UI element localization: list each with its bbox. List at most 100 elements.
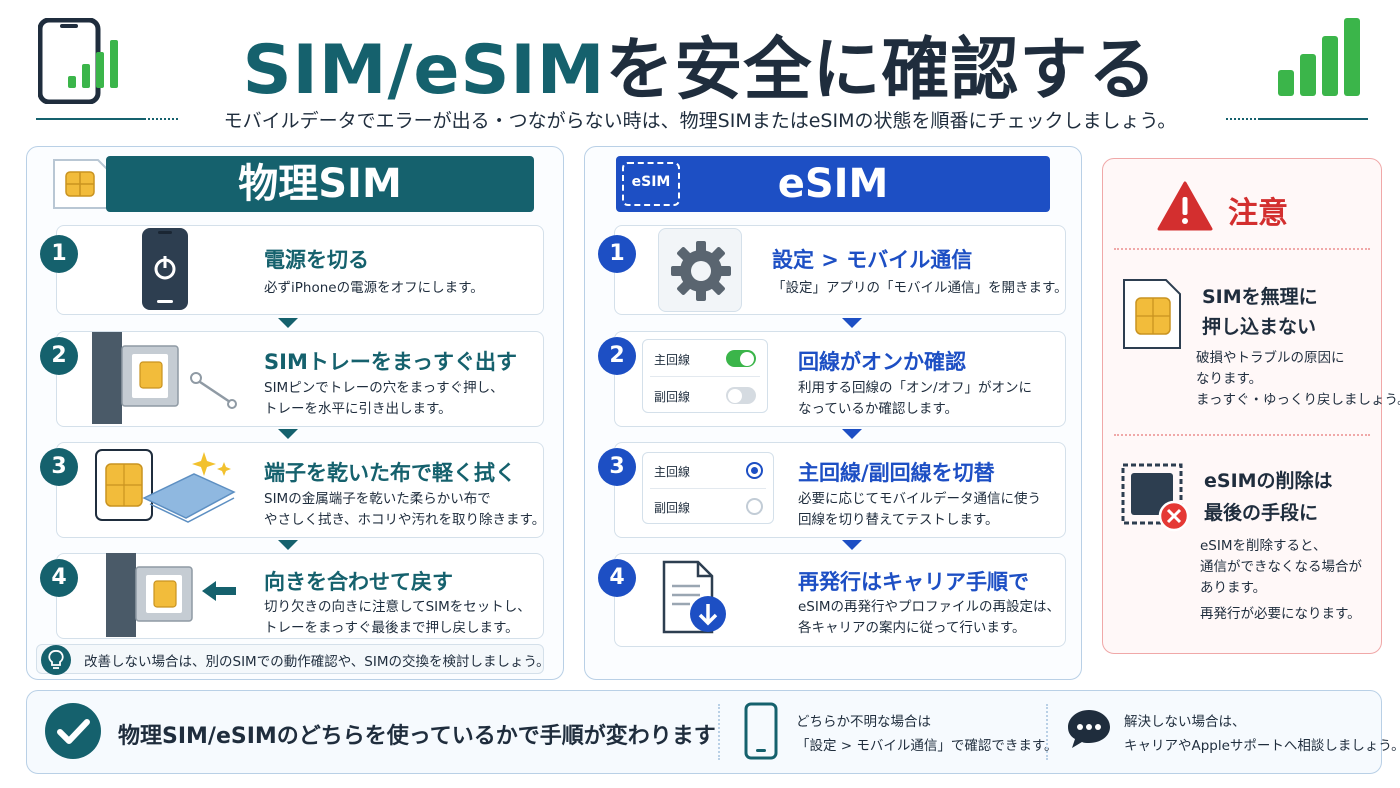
page-title: SIM/eSIMを安全に確認する <box>200 14 1200 113</box>
flow-arrow <box>842 429 862 439</box>
esim-step-3-desc2: 回線を切り替えてテストします。 <box>798 512 999 528</box>
esim-step-1-desc: 「設定」アプリの「モバイル通信」を開きます。 <box>772 280 1068 296</box>
esim-step-2-desc2: なっているか確認します。 <box>798 401 958 417</box>
esim-step-2-desc1: 利用する回線の「オン/オフ」がオンに <box>798 380 1033 396</box>
esim-badge-icon <box>622 162 680 206</box>
physical-step-4-desc1: 切り欠きの向きに注意してSIMをセットし、 <box>264 599 531 615</box>
physical-step-1-card <box>56 225 544 315</box>
caution-2-head1: eSIMの削除は <box>1204 470 1333 492</box>
step-number: 3 <box>40 448 78 486</box>
caution-2-desc1: eSIMを削除すると、 <box>1200 538 1327 554</box>
warning-icon <box>1156 180 1214 232</box>
flow-arrow <box>278 540 298 550</box>
title-rest: を安全に確認する <box>605 31 1158 110</box>
sim-insert-icon <box>106 553 246 637</box>
document-download-icon <box>660 560 730 636</box>
physical-step-2-desc1: SIMピンでトレーの穴をまっすぐ押し、 <box>264 380 504 396</box>
caution-panel <box>1102 158 1382 654</box>
step-number: 1 <box>598 235 636 273</box>
flow-arrow <box>278 429 298 439</box>
step-number: 3 <box>598 448 636 486</box>
step-number: 4 <box>40 559 78 597</box>
caution-2-desc4: 再発行が必要になります。 <box>1200 606 1361 622</box>
radio-divider <box>650 488 766 489</box>
esim-step-4-desc2: 各キャリアの案内に従って行います。 <box>798 620 1026 636</box>
subtitle: モバイルデータでエラーが出る・つながらない時は、物理SIMまたはeSIMの状態を… <box>223 110 1177 132</box>
secondary-line-label: 副回線 <box>654 390 691 404</box>
physical-sim-heading: 物理SIM <box>106 156 534 212</box>
primary-line-radio[interactable] <box>746 462 763 479</box>
caution-2-desc2: 通信ができなくなる場合が <box>1200 559 1362 575</box>
caution-1-desc2: なります。 <box>1196 371 1263 387</box>
esim-step-3-title: 主回線/副回線を切替 <box>798 461 995 485</box>
title-sim-esim: SIM/eSIM <box>242 31 606 110</box>
bottom-bar <box>26 690 1382 774</box>
caution-2-head2: 最後の手段に <box>1204 502 1319 524</box>
bottom-main-text: 物理SIM/eSIMのどちらを使っているかで手順が変わります <box>118 724 716 749</box>
subtitle-line-right <box>1258 118 1368 120</box>
subtitle-dots-left <box>148 118 178 120</box>
flow-arrow <box>842 540 862 550</box>
physical-step-1-desc: 必ずiPhoneの電源をオフにします。 <box>264 280 484 296</box>
phone-signal-icon <box>37 17 138 105</box>
primary-line-label: 主回線 <box>654 465 691 479</box>
power-phone-icon <box>140 226 190 312</box>
secondary-line-label: 副回線 <box>654 501 691 515</box>
esim-step-4-desc1: eSIMの再発行やプロファイルの再設定は、 <box>798 599 1061 615</box>
caution-1-head1: SIMを無理に <box>1202 286 1318 308</box>
physical-tip-text: 改善しない場合は、別のSIMでの動作確認や、SIMの交換を検討しましょう。 <box>84 654 550 670</box>
esim-badge-label: eSIM <box>631 174 671 190</box>
phone-icon <box>744 702 778 760</box>
physical-step-3-title: 端子を乾いた布で軽く拭く <box>264 461 516 485</box>
primary-line-label: 主回線 <box>654 353 691 367</box>
bottom-mid-line2: 「設定 > モバイル通信」で確認できます。 <box>796 738 1058 754</box>
caution-divider <box>1114 248 1370 250</box>
caution-divider <box>1114 434 1370 436</box>
physical-step-4-title: 向きを合わせて戻す <box>264 570 453 594</box>
bottom-divider <box>718 704 720 760</box>
toggle-divider <box>650 376 760 377</box>
sim-card-icon <box>50 156 112 212</box>
physical-step-4-desc2: トレーをまっすぐ最後まで押し戻します。 <box>264 620 519 636</box>
esim-step-4-title: 再発行はキャリア手順で <box>798 570 1029 594</box>
secondary-line-radio[interactable] <box>746 498 763 515</box>
sim-cloth-icon <box>94 448 244 524</box>
caution-title: 注意 <box>1228 196 1288 231</box>
sim-card-icon <box>1120 276 1184 352</box>
physical-step-2-title: SIMトレーをまっすぐ出す <box>264 350 517 374</box>
step-number: 4 <box>598 559 636 597</box>
physical-step-2-desc2: トレーを水平に引き出します。 <box>264 401 452 417</box>
signal-bars-icon <box>1276 16 1366 98</box>
esim-step-2-title: 回線がオンか確認 <box>798 350 966 374</box>
sim-tray-icon <box>92 332 242 424</box>
physical-step-1-title: 電源を切る <box>264 248 369 272</box>
esim-step-1-title: 設定 > モバイル通信 <box>772 248 973 272</box>
caution-1-desc1: 破損やトラブルの原因に <box>1196 350 1345 366</box>
step-number: 2 <box>598 337 636 375</box>
caution-1-desc3: まっすぐ・ゆっくり戻しましょう。 <box>1196 392 1400 408</box>
subtitle-line-left <box>36 118 146 120</box>
step-number: 1 <box>40 235 78 273</box>
flow-arrow <box>278 318 298 328</box>
caution-2-desc3: あります。 <box>1200 580 1267 596</box>
physical-step-3-desc1: SIMの金属端子を乾いた柔らかい布で <box>264 491 491 507</box>
caution-1-head2: 押し込まない <box>1202 316 1317 338</box>
secondary-line-toggle[interactable] <box>726 387 756 404</box>
tip-bar <box>36 644 544 674</box>
bottom-mid-line1: どちらか不明な場合は <box>796 714 931 730</box>
lightbulb-icon <box>40 644 72 676</box>
subtitle-dots-right <box>1226 118 1256 120</box>
physical-step-3-desc2: やさしく拭き、ホコリや汚れを取り除きます。 <box>264 512 546 528</box>
step-number: 2 <box>40 337 78 375</box>
bottom-right-line1: 解決しない場合は、 <box>1124 714 1246 730</box>
flow-arrow <box>842 318 862 328</box>
bottom-divider <box>1046 704 1048 760</box>
bottom-right-line2: キャリアやAppleサポートへ相談しましょう。 <box>1124 738 1400 754</box>
esim-step-3-desc1: 必要に応じてモバイルデータ通信に使う <box>798 491 1041 507</box>
esim-heading: eSIM <box>616 156 1050 212</box>
esim-delete-icon <box>1118 462 1192 532</box>
gear-icon <box>658 228 742 312</box>
primary-line-toggle[interactable] <box>726 350 756 367</box>
chat-bubble-icon <box>1066 708 1112 750</box>
check-circle-icon <box>44 702 102 760</box>
